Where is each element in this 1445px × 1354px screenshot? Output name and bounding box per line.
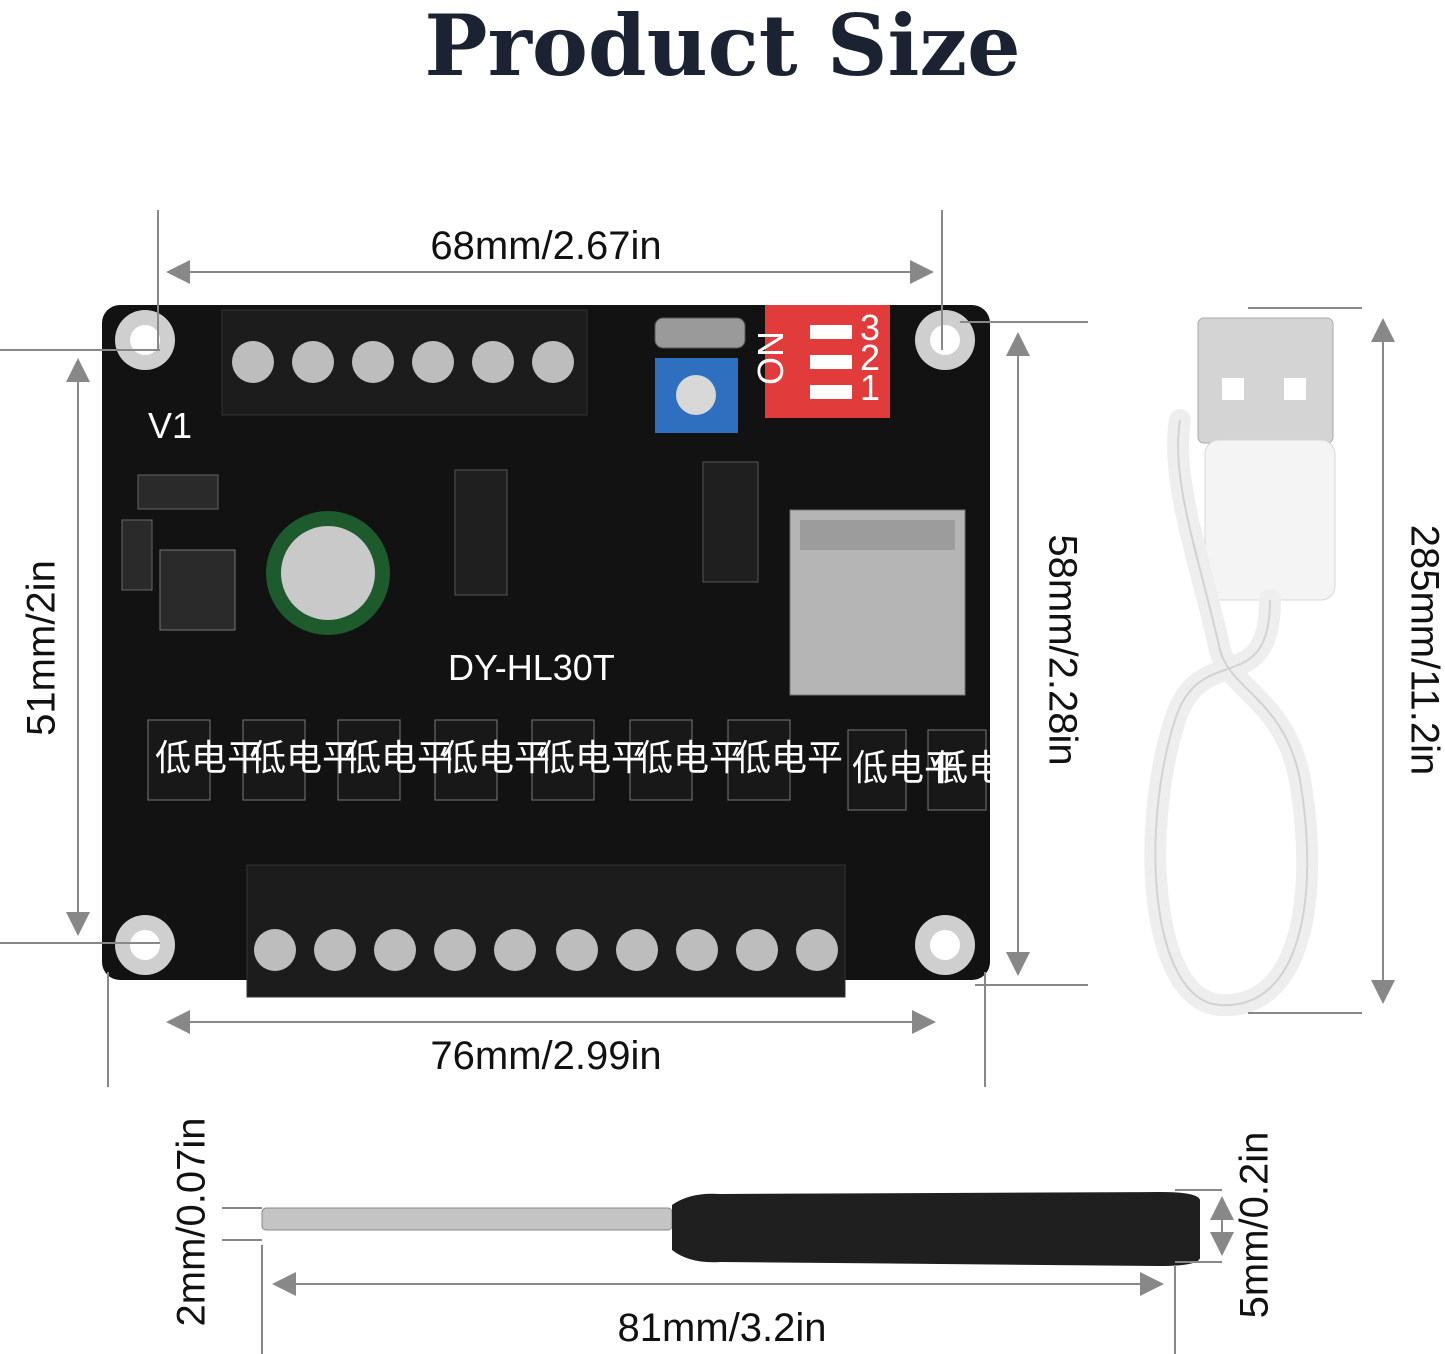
trigger-label: 低电平	[250, 737, 358, 778]
bottom-terminal-block	[246, 864, 846, 998]
mounting-hole	[115, 310, 175, 370]
trigger-label: 低电平	[345, 737, 453, 778]
electrolytic-capacitor	[266, 511, 390, 635]
board-left-height-label: 51mm/2in	[19, 560, 64, 736]
board-bottom-width-label: 76mm/2.99in	[430, 1034, 662, 1078]
dimension-lines	[0, 210, 1395, 1354]
top-terminal-block	[221, 309, 588, 416]
dip-number: 1	[860, 367, 880, 408]
screwdriver-handle-label: 5mm/0.2in	[1232, 1131, 1277, 1319]
trigger-input-row: 低电平 低电平 低电平 低电平 低电平 低电平 低电平 低电平 低电平	[147, 719, 1040, 811]
diode	[137, 474, 219, 510]
dip-number: 2	[860, 337, 880, 378]
trigger-label: 低电平	[539, 737, 647, 778]
board-right-height-label: 58mm/2.28in	[1040, 534, 1085, 766]
cable-length-label: 285mm/11.2in	[1402, 524, 1445, 776]
board-model-label: DY-HL30T	[448, 647, 615, 688]
screwdriver-length-label: 81mm/3.2in	[617, 1306, 827, 1350]
sd-card-slot	[789, 509, 966, 696]
trigger-label: 低电平	[155, 737, 263, 778]
screwdriver	[261, 1192, 1200, 1266]
dip-on-label: ON	[750, 331, 791, 385]
mounting-hole	[115, 915, 175, 975]
page-title: Product Size	[424, 0, 1021, 95]
micro-usb-port	[654, 317, 746, 349]
potentiometer	[655, 358, 738, 433]
dip-switch: ON 3 2 1	[750, 305, 890, 418]
pcb-board: ON 3 2 1 V1 DY-HL30T	[102, 305, 1040, 998]
trigger-label: 低电平	[442, 737, 550, 778]
dip-number: 3	[860, 307, 880, 348]
trigger-label: 低电平	[852, 747, 960, 788]
silk-v1-label: V1	[148, 405, 192, 446]
trigger-label: 低电平	[932, 747, 1040, 788]
trigger-label: 低电平	[637, 737, 745, 778]
voltage-regulator	[159, 549, 236, 631]
diode	[121, 519, 153, 591]
ic-chip	[702, 461, 759, 583]
board-top-width-label: 68mm/2.67in	[430, 224, 662, 268]
trigger-label: 低电平	[735, 737, 843, 778]
screwdriver-tip-label: 2mm/0.07in	[169, 1117, 214, 1327]
mounting-hole	[915, 310, 975, 370]
ic-chip	[454, 469, 508, 596]
usb-cable	[1144, 317, 1336, 1017]
mounting-hole	[915, 915, 975, 975]
